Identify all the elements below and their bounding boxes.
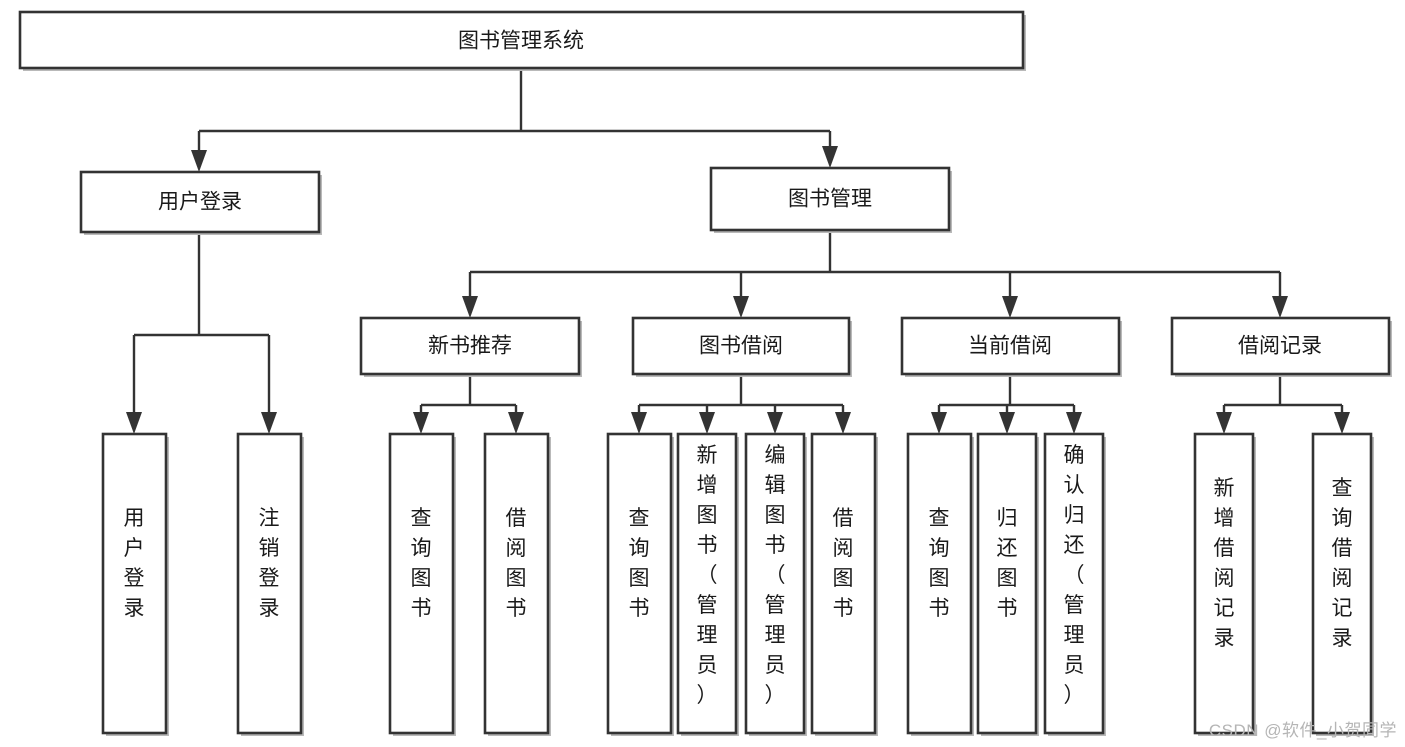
node-user-login-label: 用户登录 — [158, 191, 242, 214]
arrow-leaf-edit-book — [767, 412, 783, 434]
node-leaf-confirm-return-label: 确认归还（管理员） — [1064, 444, 1085, 707]
node-borrow-record[interactable]: 借阅记录 — [1170, 316, 1392, 377]
node-new-book-rec-label: 新书推荐 — [428, 335, 512, 358]
node-leaf-query-book-3[interactable]: 查询图书 — [906, 432, 974, 736]
node-new-book-rec[interactable]: 新书推荐 — [359, 316, 582, 377]
node-leaf-logout-label: 注销登录 — [259, 507, 280, 620]
node-leaf-user-login-label: 用户登录 — [124, 507, 145, 620]
arrow-leaf-query-book-3 — [931, 412, 947, 434]
node-current-borrow-label: 当前借阅 — [968, 335, 1052, 358]
arrow-leaf-add-book — [699, 412, 715, 434]
node-user-login[interactable]: 用户登录 — [79, 170, 322, 235]
node-leaf-borrow-book-2[interactable]: 借阅图书 — [810, 432, 878, 736]
node-leaf-edit-book[interactable]: 编辑图书（管理员） — [744, 432, 807, 736]
arrow-borrow-record — [1272, 296, 1288, 318]
edge-group — [126, 68, 1350, 434]
arrow-leaf-logout — [261, 412, 277, 434]
arrow-book-manage — [822, 146, 838, 168]
node-leaf-add-book-label: 新增图书（管理员） — [697, 444, 718, 707]
arrow-leaf-confirm-return — [1066, 412, 1082, 434]
arrow-leaf-query-record — [1334, 412, 1350, 434]
node-leaf-query-book-1-label: 查询图书 — [411, 507, 432, 620]
node-leaf-query-book-2-label: 查询图书 — [629, 507, 650, 620]
arrow-leaf-query-book-1 — [413, 412, 429, 434]
node-leaf-query-book-3-label: 查询图书 — [929, 507, 950, 620]
node-leaf-borrow-book-2-label: 借阅图书 — [833, 507, 854, 620]
node-leaf-add-record-label: 新增借阅记录 — [1214, 477, 1235, 650]
arrow-new-book-rec — [462, 296, 478, 318]
node-book-borrow[interactable]: 图书借阅 — [631, 316, 852, 377]
node-leaf-logout[interactable]: 注销登录 — [236, 432, 304, 736]
arrow-user-login — [191, 150, 207, 172]
csdn-watermark: CSDN @软件_小贺同学 — [1208, 721, 1397, 740]
node-leaf-query-book-2[interactable]: 查询图书 — [606, 432, 674, 736]
node-leaf-user-login[interactable]: 用户登录 — [101, 432, 169, 736]
node-leaf-return-book[interactable]: 归还图书 — [976, 432, 1039, 736]
arrow-leaf-add-record — [1216, 412, 1232, 434]
node-leaf-query-record-label: 查询借阅记录 — [1332, 477, 1353, 650]
arrow-leaf-query-book-2 — [631, 412, 647, 434]
node-leaf-edit-book-label: 编辑图书（管理员） — [765, 444, 786, 707]
node-book-manage[interactable]: 图书管理 — [709, 166, 952, 233]
arrow-leaf-return-book — [999, 412, 1015, 434]
arrow-current-borrow — [1002, 296, 1018, 318]
arrow-leaf-borrow-book-2 — [835, 412, 851, 434]
node-leaf-add-record[interactable]: 新增借阅记录 — [1193, 432, 1256, 736]
node-current-borrow[interactable]: 当前借阅 — [900, 316, 1122, 377]
node-leaf-add-book[interactable]: 新增图书（管理员） — [676, 432, 739, 736]
node-leaf-borrow-book-1[interactable]: 借阅图书 — [483, 432, 551, 736]
node-borrow-record-label: 借阅记录 — [1238, 335, 1322, 358]
arrow-book-borrow — [733, 296, 749, 318]
node-root[interactable]: 图书管理系统 — [18, 10, 1026, 71]
arrow-leaf-user-login — [126, 412, 142, 434]
node-book-manage-label: 图书管理 — [788, 188, 872, 211]
arrow-leaf-borrow-book-1 — [508, 412, 524, 434]
node-leaf-borrow-book-1-label: 借阅图书 — [506, 507, 527, 620]
node-leaf-query-record[interactable]: 查询借阅记录 — [1311, 432, 1374, 736]
node-leaf-return-book-label: 归还图书 — [997, 507, 1018, 620]
node-leaf-query-book-1[interactable]: 查询图书 — [388, 432, 456, 736]
node-leaf-confirm-return[interactable]: 确认归还（管理员） — [1043, 432, 1106, 736]
node-book-borrow-label: 图书借阅 — [699, 335, 783, 358]
node-group: 图书管理系统 用户登录 图书管理 新书推荐 — [18, 10, 1392, 736]
node-root-label: 图书管理系统 — [458, 30, 584, 53]
